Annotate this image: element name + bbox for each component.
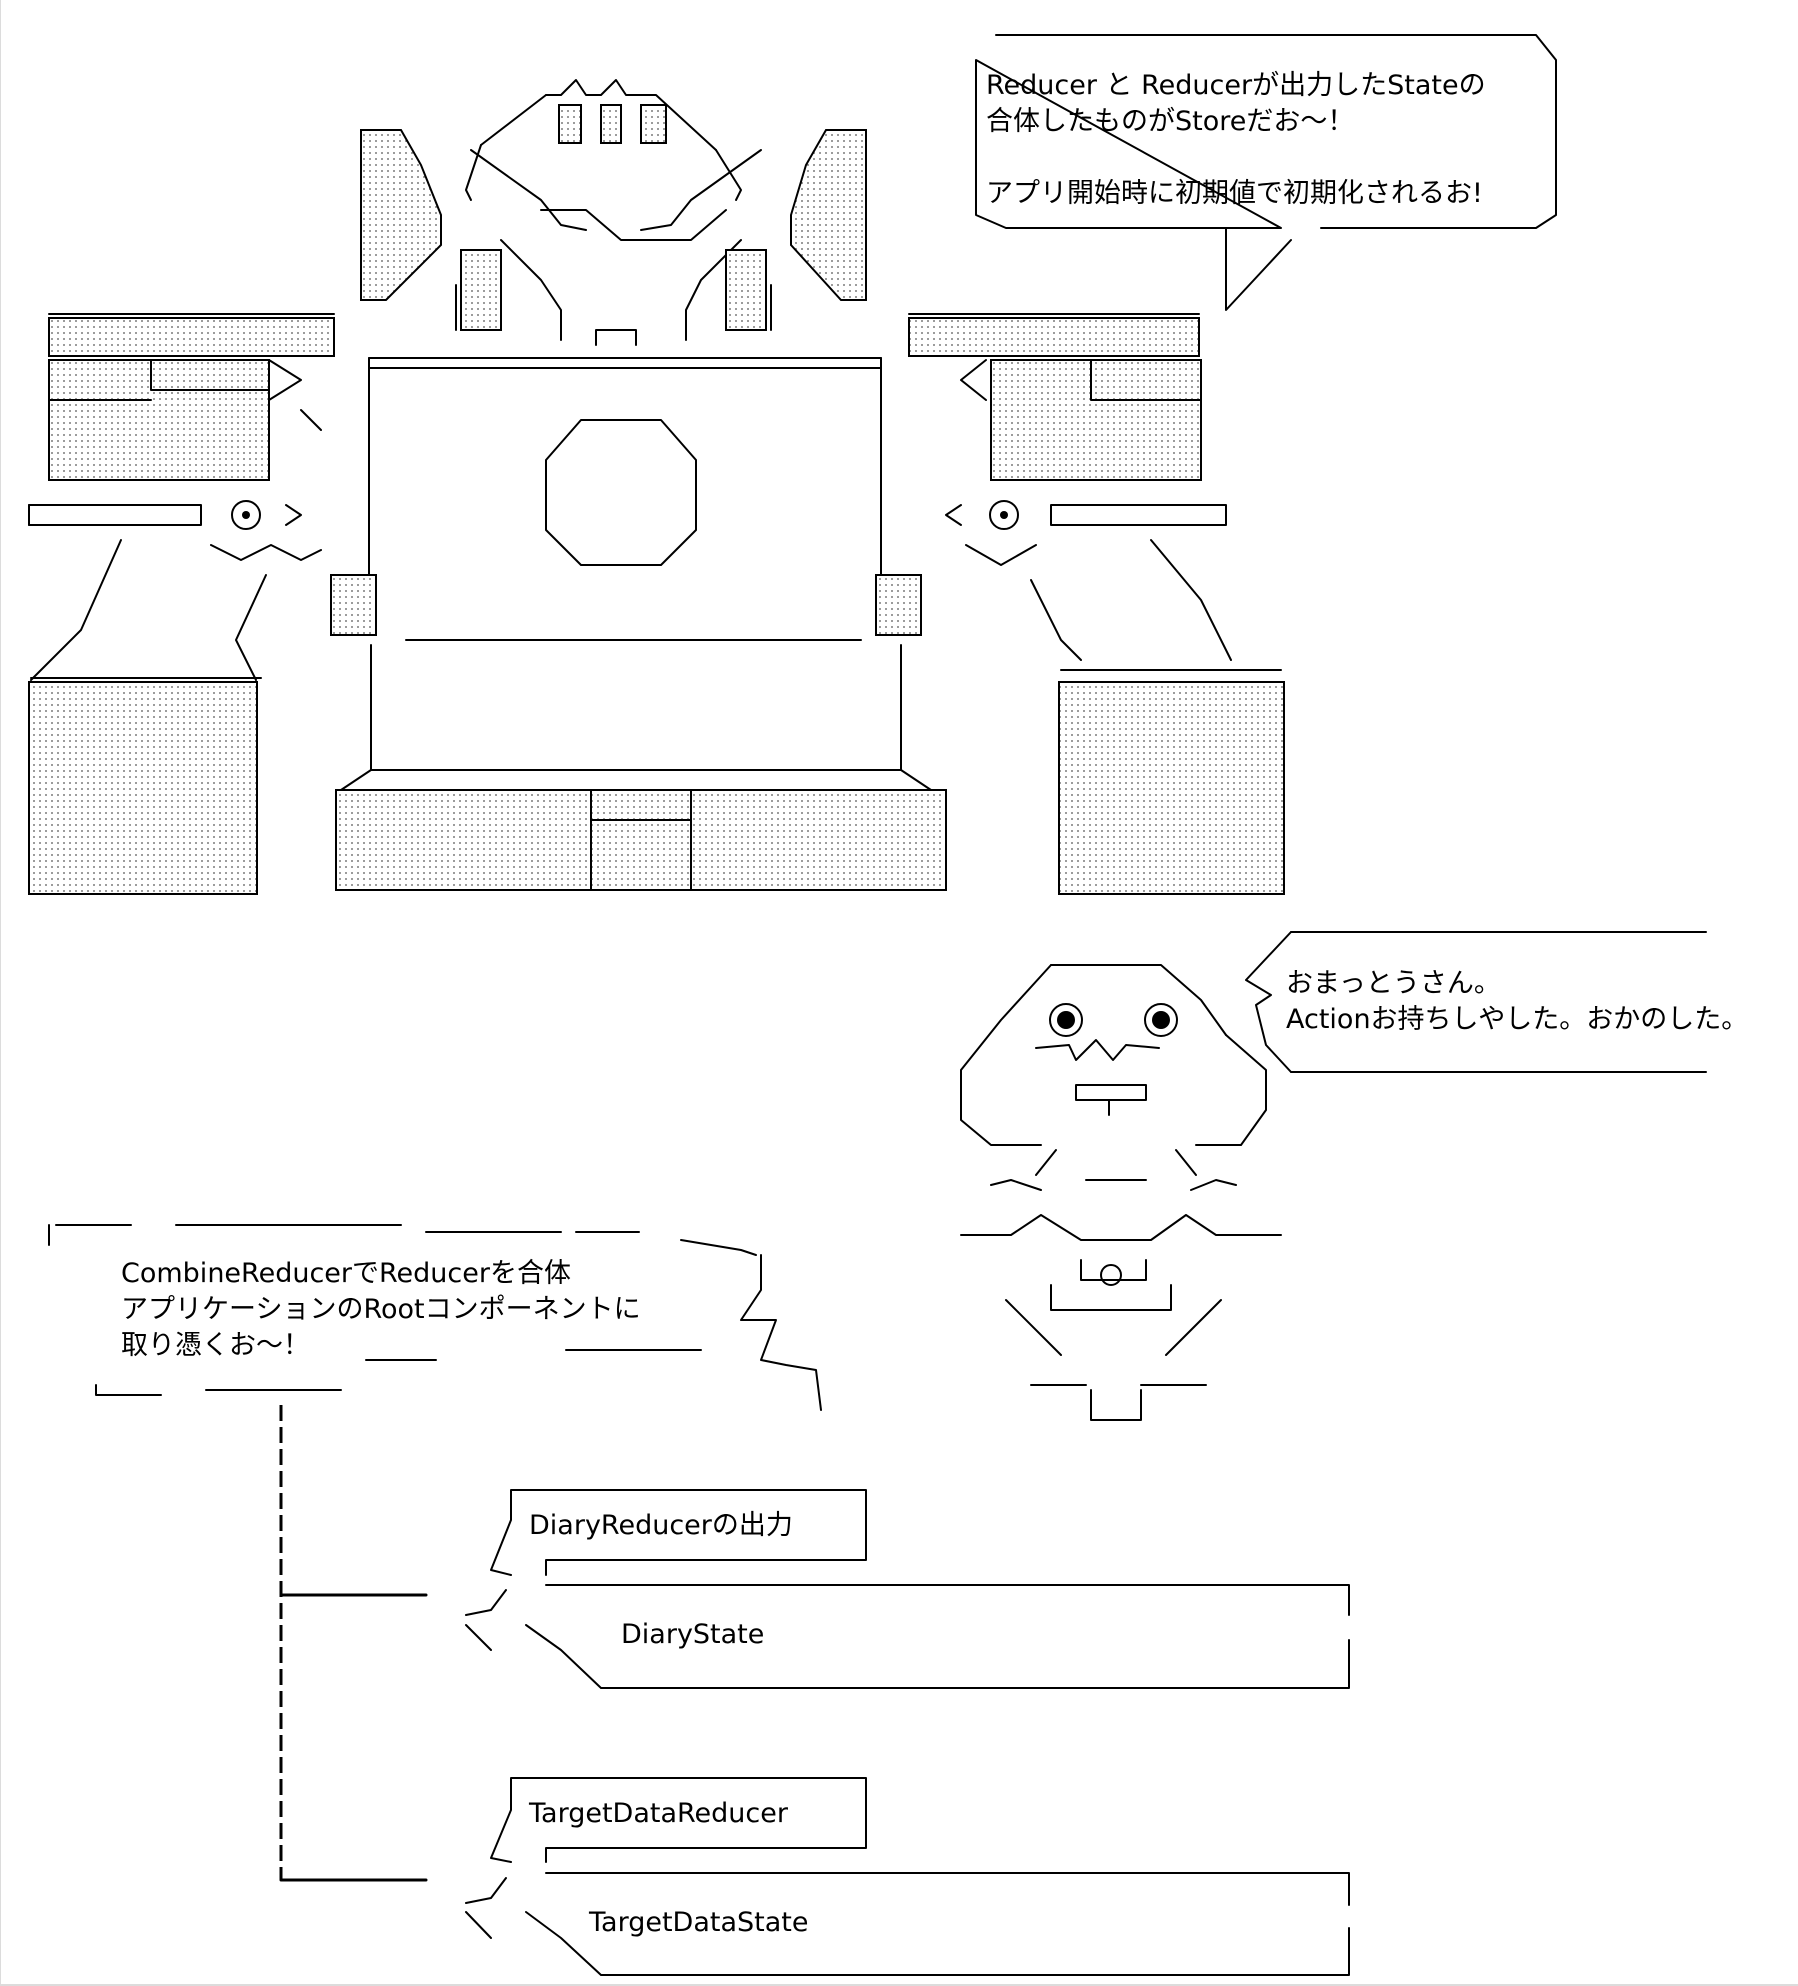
combine-banner-line2: アプリケーションのRootコンポーネントに: [121, 1294, 641, 1325]
man-bubble-line1: おまっとうさん。: [1286, 968, 1501, 999]
robot-bubble-line3: アプリ開始時に初期値で初期化されるお!: [986, 178, 1483, 209]
robot-bubble-line2: 合体したものがStoreだお～！: [986, 106, 1355, 137]
diary-state-label: DiaryState: [621, 1619, 765, 1650]
target-reducer-label: TargetDataReducer: [529, 1798, 788, 1829]
combine-banner-line1: CombineReducerでReducerを合体: [121, 1258, 571, 1289]
reducer-tree: [279, 1405, 1350, 1976]
combine-banner-line3: 取り憑くお～！: [121, 1330, 310, 1361]
delivery-man-figure: [960, 931, 1707, 1421]
combine-banner-frame: [48, 1224, 822, 1411]
man-bubble-line2: Actionお持ちしやした。おかのした。: [1286, 1004, 1749, 1035]
robot-bubble-line1: Reducer と Reducerが出力したStateの: [986, 70, 1486, 101]
target-state-label: TargetDataState: [589, 1907, 809, 1938]
robot-store-figure: [28, 34, 1557, 895]
diary-reducer-label: DiaryReducerの出力: [529, 1510, 793, 1541]
